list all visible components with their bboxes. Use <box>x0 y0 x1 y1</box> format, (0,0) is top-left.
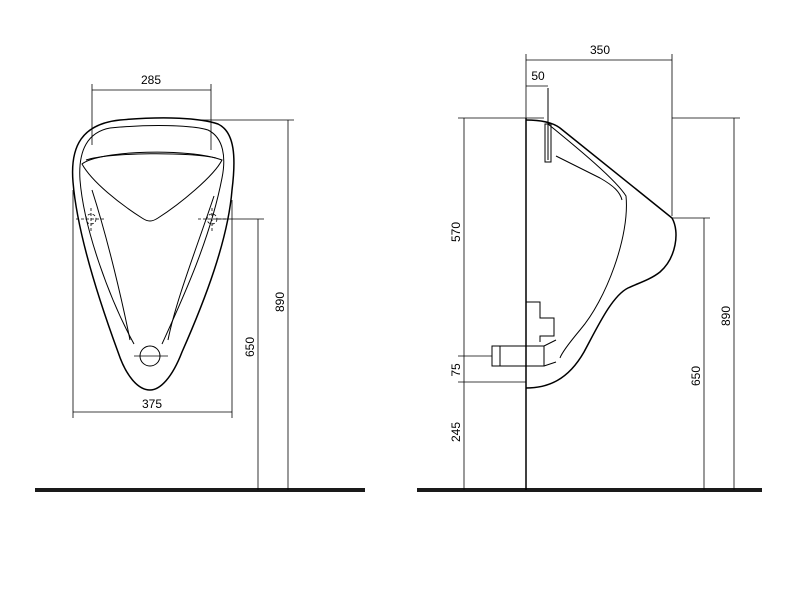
side-outlet-joint-bottom <box>543 361 557 367</box>
side-outer-body <box>525 119 677 389</box>
side-bowl-inner <box>547 123 627 359</box>
dim-245-label: 245 <box>449 422 463 442</box>
dim-50-label: 50 <box>531 69 545 83</box>
dim-890-label: 890 <box>273 292 287 312</box>
dim-75-label: 75 <box>449 363 463 377</box>
front-bowl-opening <box>81 151 223 222</box>
front-outer-body <box>71 117 235 391</box>
dim-650-label: 650 <box>243 337 257 357</box>
side-flush-guide <box>555 155 623 201</box>
side-view: 350 50 570 75 245 650 890 <box>417 43 762 492</box>
dim-375-label: 375 <box>142 397 162 411</box>
dim-285-label: 285 <box>141 73 161 87</box>
side-outlet-fitting <box>526 301 555 342</box>
front-fixing-left-icon <box>85 213 97 225</box>
dim-570-label: 570 <box>449 222 463 242</box>
dim-890s-label: 890 <box>719 306 733 326</box>
front-cavity-right <box>167 195 215 341</box>
side-outlet-joint-top <box>543 339 557 347</box>
side-floor-line <box>417 488 762 492</box>
side-inlet-pipe <box>544 123 552 163</box>
dim-650s-label: 650 <box>689 366 703 386</box>
front-rim-line-left <box>79 127 135 345</box>
side-outlet-cap <box>491 345 501 367</box>
front-floor-line <box>35 488 365 492</box>
front-bowl-inner <box>85 153 217 161</box>
front-view: 285 375 650 890 <box>35 73 365 492</box>
front-rim-line <box>109 125 225 345</box>
front-cavity-left <box>91 189 131 341</box>
dim-350-label: 350 <box>590 43 610 57</box>
